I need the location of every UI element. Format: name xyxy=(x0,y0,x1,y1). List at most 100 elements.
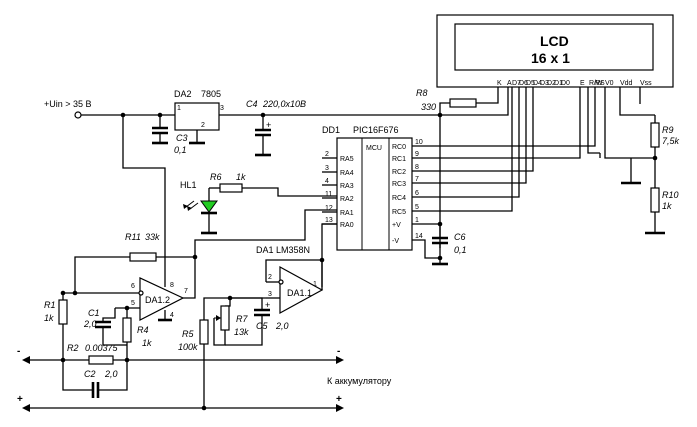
svg-text:6: 6 xyxy=(131,283,135,290)
wire-d6-rc4 xyxy=(412,87,520,198)
regulator-ref: DA2 xyxy=(174,89,192,99)
svg-text:5: 5 xyxy=(131,300,135,307)
mcu-pin-ra1: RA1 xyxy=(340,210,354,217)
capacitor-c6: C6 0,1 xyxy=(432,224,467,266)
rail-plus-label-right: + xyxy=(336,394,342,405)
svg-text:7: 7 xyxy=(184,288,188,295)
r9-value: 7,5k xyxy=(662,136,680,146)
mcu-dd1: DD1 PIC16F676 MCU 2RA53RA44RA311RA212RA1… xyxy=(322,125,423,251)
lcd-pin-vdd: Vdd xyxy=(620,80,633,87)
r9-body xyxy=(650,122,660,148)
svg-text:+: + xyxy=(265,300,270,310)
r6-ref: R6 xyxy=(210,172,222,182)
mcu-pin-num-3: 3 xyxy=(325,165,329,172)
mcu-pin-vminusv: -V xyxy=(392,238,399,245)
mcu-pin-num-11: 11 xyxy=(325,191,332,198)
resistor-r5: R5 100k xyxy=(178,297,230,408)
mcu-pin-num-8: 8 xyxy=(415,164,419,171)
wire-vin-to-opamp xyxy=(122,115,166,267)
wire-ra0-opamp1 xyxy=(321,223,337,287)
mcu-core-label: MCU xyxy=(366,145,382,152)
da1-1-ref: DA1.1 xyxy=(287,288,312,298)
rail-minus-arrow-left xyxy=(22,356,30,364)
capacitor-c4: C4 220,0x10B + xyxy=(246,99,306,157)
svg-text:+: + xyxy=(266,120,271,130)
rail-minus-label-left: - xyxy=(17,346,20,357)
wire-d4-rc2 xyxy=(412,87,534,172)
mcu-pin-num-10: 10 xyxy=(415,139,423,146)
mcu-pin-ra4: RA4 xyxy=(340,170,354,177)
r8-ref: R8 xyxy=(416,88,428,98)
c2-ref: C2 xyxy=(84,369,96,379)
r5-ref: R5 xyxy=(182,329,194,339)
lcd-pin-d3: D3 xyxy=(540,80,549,87)
lcd-pin-v0: V0 xyxy=(605,80,614,87)
c2-value: 2,0 xyxy=(104,369,118,379)
opamp-da1-2: DA1.2 6 5 7 8 4 xyxy=(115,267,188,322)
r7-ref: R7 xyxy=(236,314,248,324)
c3-value: 0,1 xyxy=(174,145,187,155)
mcu-pin-rc3: RC3 xyxy=(392,181,406,188)
regulator-pin3: 3 xyxy=(220,105,224,112)
svg-text:2: 2 xyxy=(268,274,272,281)
opamp-da1-1-body xyxy=(279,265,324,315)
mcu-pin-ra5: RA5 xyxy=(340,156,354,163)
lcd-pin-d2: D2 xyxy=(547,80,556,87)
shunt-r2: R2 0.00375 xyxy=(60,343,130,365)
wire-mcu-vminus xyxy=(412,239,440,259)
capacitor-c3-plates xyxy=(152,126,168,135)
mcu-pin-rc5: RC5 xyxy=(392,209,406,216)
resistor-r9: R9 7,5k xyxy=(631,115,680,188)
lcd-pin-d1: D1 xyxy=(554,80,563,87)
led-hl1: HL1 R6 1k xyxy=(180,172,337,235)
lcd-title: LCD xyxy=(540,33,569,49)
r11-ref: R11 xyxy=(125,232,141,242)
r8-value: 330 xyxy=(421,102,436,112)
mcu-pin-num-6: 6 xyxy=(415,190,419,197)
resistor-r8: R8 330 xyxy=(416,87,509,116)
r7-body xyxy=(220,305,230,331)
regulator-type: 7805 xyxy=(201,89,221,99)
svg-text:3: 3 xyxy=(268,291,272,298)
r7-value: 13k xyxy=(234,327,249,337)
mcu-pin-rc4: RC4 xyxy=(392,195,406,202)
mcu-type: PIC16F676 xyxy=(353,125,399,135)
r9-ref: R9 xyxy=(662,125,674,135)
r5-body xyxy=(199,319,209,345)
r6-body xyxy=(219,183,243,193)
c5-ref: C5 xyxy=(256,321,268,331)
mcu-pins: 2RA53RA44RA311RA212RA113RA0RC010RC19RC28… xyxy=(322,139,423,245)
svg-text:8: 8 xyxy=(170,282,174,289)
c6-value: 0,1 xyxy=(454,245,467,255)
capacitor-c4-plates xyxy=(255,128,271,137)
r2-value: 0.00375 xyxy=(85,343,119,353)
r2-body xyxy=(88,355,114,365)
rail-plus-label-left: + xyxy=(17,394,23,405)
mcu-pin-num-1: 1 xyxy=(415,217,419,224)
r4-ref: R4 xyxy=(137,325,149,335)
input-voltage-label: +Uin > 35 B xyxy=(44,99,92,109)
capacitor-c1-plates xyxy=(95,320,111,329)
mcu-pin-ra0: RA0 xyxy=(340,222,354,229)
lcd-pin-k: K xyxy=(497,80,502,87)
r4-value: 1k xyxy=(142,338,152,348)
lcd-pin-a: A xyxy=(507,80,512,87)
lcd-pin-r-w: R/W xyxy=(589,80,603,87)
mcu-pin-ra3: RA3 xyxy=(340,183,354,190)
mcu-pin-num-4: 4 xyxy=(325,178,329,185)
r1-ref: R1 xyxy=(44,300,56,310)
mcu-ref: DD1 xyxy=(322,125,340,135)
c4-ref: C4 xyxy=(246,99,258,109)
resistor-r11: R11 33k xyxy=(74,232,198,293)
resistor-r10: R10 1k xyxy=(645,187,679,235)
capacitor-c2-plates xyxy=(91,382,100,398)
r10-ref: R10 xyxy=(662,190,679,200)
wire-d7-rc5 xyxy=(412,87,513,212)
wire-r6-ra2 xyxy=(242,187,337,197)
wire-rw-ground xyxy=(587,87,600,154)
lcd-screen xyxy=(454,23,654,71)
c5-value: 2,0 xyxy=(275,321,289,331)
wire-rs-rc0 xyxy=(412,87,596,147)
